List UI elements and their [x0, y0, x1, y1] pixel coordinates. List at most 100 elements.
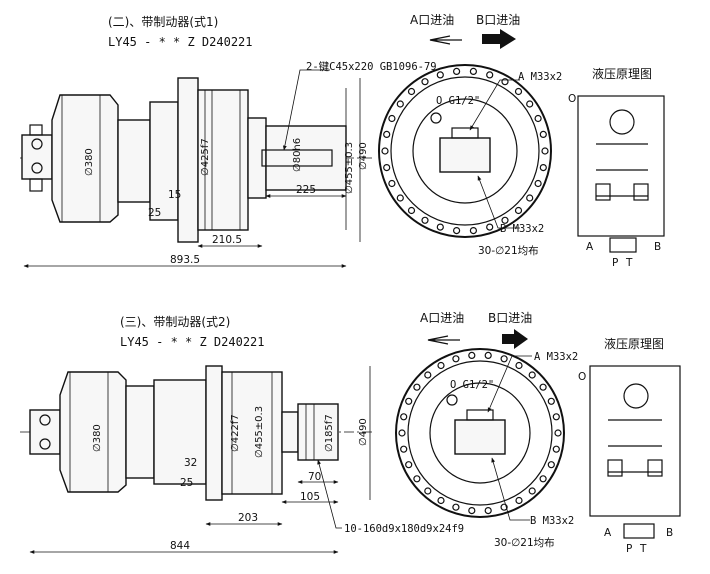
bolt-hole-icon — [469, 67, 477, 76]
arrow-right-icon — [502, 329, 528, 349]
valve-port-icon — [39, 438, 51, 450]
bolt-hole-icon — [484, 507, 492, 515]
top-bolt-holes: 30-∅21均布 — [478, 245, 539, 257]
motor-symbol-icon — [609, 109, 635, 135]
port-o-icon — [446, 394, 458, 406]
bolt-hole-icon — [528, 487, 536, 495]
bolt-hole-icon — [421, 216, 429, 224]
bottom-dim-32: 32 — [184, 457, 197, 469]
top-port-a-thread: A M33x2 — [518, 71, 562, 83]
bottom-dim-d422f7: ∅422f7 — [230, 414, 241, 452]
top-side-view: ∅380 ∅425f7 ∅80h6 ∅455±0.3 ∅490 2-键C45x2… — [20, 60, 437, 268]
bolt-hole-icon — [407, 206, 416, 215]
arrow-left-icon — [427, 335, 460, 345]
bolt-hole-icon — [514, 87, 523, 96]
top-dim-25: 25 — [148, 207, 161, 219]
bolt-hole-icon — [486, 223, 494, 231]
bolt-hole-icon — [396, 194, 404, 202]
bolt-hole-icon — [398, 429, 406, 437]
bolt-hole-icon — [405, 397, 413, 405]
bolt-hole-icon — [452, 503, 460, 511]
bolt-hole-icon — [413, 475, 421, 483]
bolt-hole-icon — [413, 383, 421, 391]
bolt-hole-icon — [469, 227, 477, 235]
bolt-hole-icon — [547, 461, 555, 469]
top-dim-d80h6: ∅80h6 — [292, 138, 303, 172]
bottom-dim-d185f7: ∅185f7 — [324, 414, 335, 452]
bottom-sch-o: O — [578, 371, 586, 383]
bolt-hole-icon — [515, 361, 523, 370]
bolt-hole-icon — [468, 507, 476, 515]
bolt-hole-icon — [437, 496, 445, 505]
bottom-dim-70: 70 — [308, 471, 321, 483]
bottom-schematic-title: 液压原理图 — [604, 336, 664, 351]
top-dim-210-5: 210.5 — [212, 234, 242, 246]
bottom-sch-b: B — [666, 527, 673, 539]
bottom-bolt-holes: 30-∅21均布 — [494, 537, 555, 549]
top-dim-225: 225 — [296, 184, 316, 196]
top-port-b-thread: B M33x2 — [500, 223, 544, 235]
bottom-port-a-in: A口进油 — [420, 311, 464, 325]
bolt-hole-icon — [453, 227, 461, 235]
bolt-hole-icon — [552, 445, 560, 453]
bolt-holes — [398, 351, 562, 515]
bolt-hole-icon — [381, 147, 389, 155]
bottom-front-view: A口进油 B口进油 A M33x2 O G1/2" B M33x2 30-∅21… — [395, 311, 578, 549]
top-title: (二)、带制动器(式1) — [108, 15, 218, 29]
top-port-a-in: A口进油 — [410, 13, 454, 27]
bolt-hole-icon — [383, 130, 391, 138]
bolt-hole-icon — [388, 114, 396, 123]
bolt-hole-icon — [424, 371, 432, 379]
bolt-hole-icon — [539, 164, 547, 172]
bolt-hole-icon — [405, 461, 413, 469]
bolt-hole-icon — [501, 216, 509, 224]
bottom-dim-105: 105 — [300, 491, 320, 503]
bolt-hole-icon — [515, 496, 523, 505]
top-dim-d380: ∅380 — [84, 148, 95, 176]
top-front-view: A口进油 B口进油 A M33x2 O G1/2" B M33x2 30-∅21… — [378, 13, 562, 257]
top-dim-d455: ∅455±0.3 — [344, 142, 355, 194]
valve-port-icon — [31, 138, 43, 150]
top-schematic: 液压原理图 O A B P T — [568, 66, 665, 269]
bolt-hole-icon — [453, 67, 461, 76]
top-sch-a: A — [586, 241, 594, 253]
bottom-port-b-thread: B M33x2 — [530, 515, 574, 527]
bottom-dim-d490: ∅490 — [358, 418, 369, 446]
bolt-hole-icon — [421, 78, 429, 86]
bottom-sch-a: A — [604, 527, 612, 539]
top-sch-t: T — [625, 257, 633, 269]
bottom-port-o: O G1/2" — [450, 379, 494, 391]
bottom-dim-844: 844 — [170, 540, 190, 552]
bolt-hole-icon — [468, 351, 476, 359]
top-sch-o: O — [568, 93, 576, 105]
bolt-hole-icon — [383, 164, 391, 172]
arrow-right-icon — [482, 29, 516, 49]
bolt-hole-icon — [407, 87, 416, 96]
top-dim-d425f7: ∅425f7 — [200, 138, 211, 176]
bolt-hole-icon — [539, 475, 547, 483]
bottom-port-b-in: B口进油 — [488, 311, 532, 325]
arrow-left-icon — [429, 35, 462, 45]
bolt-hole-icon — [396, 100, 404, 108]
bolt-hole-icon — [514, 206, 523, 215]
bolt-hole-icon — [500, 355, 508, 363]
top-dim-893-5: 893.5 — [170, 254, 200, 266]
bottom-drawing: (三)、带制动器(式2) LY45 - * * Z D240221 ∅380 ∅… — [20, 311, 681, 555]
bolt-hole-icon — [486, 71, 494, 79]
bolt-hole-icon — [539, 383, 547, 391]
bolt-hole-icon — [554, 429, 562, 437]
bolt-hole-icon — [437, 361, 445, 370]
port-o-icon — [430, 112, 442, 124]
bolt-hole-icon — [526, 100, 534, 108]
top-port-o: O G1/2" — [436, 95, 480, 107]
motor-symbol-icon — [623, 383, 649, 409]
bolt-hole-icon — [526, 194, 534, 202]
bottom-schematic: 液压原理图 O A B P T — [578, 336, 681, 555]
bolt-holes — [381, 67, 549, 235]
valve-port-icon — [31, 162, 43, 174]
bolt-hole-icon — [500, 503, 508, 511]
bottom-dim-203: 203 — [238, 512, 258, 524]
bottom-model: LY45 - * * Z D240221 — [120, 335, 265, 349]
bottom-sch-p: P — [626, 543, 632, 555]
